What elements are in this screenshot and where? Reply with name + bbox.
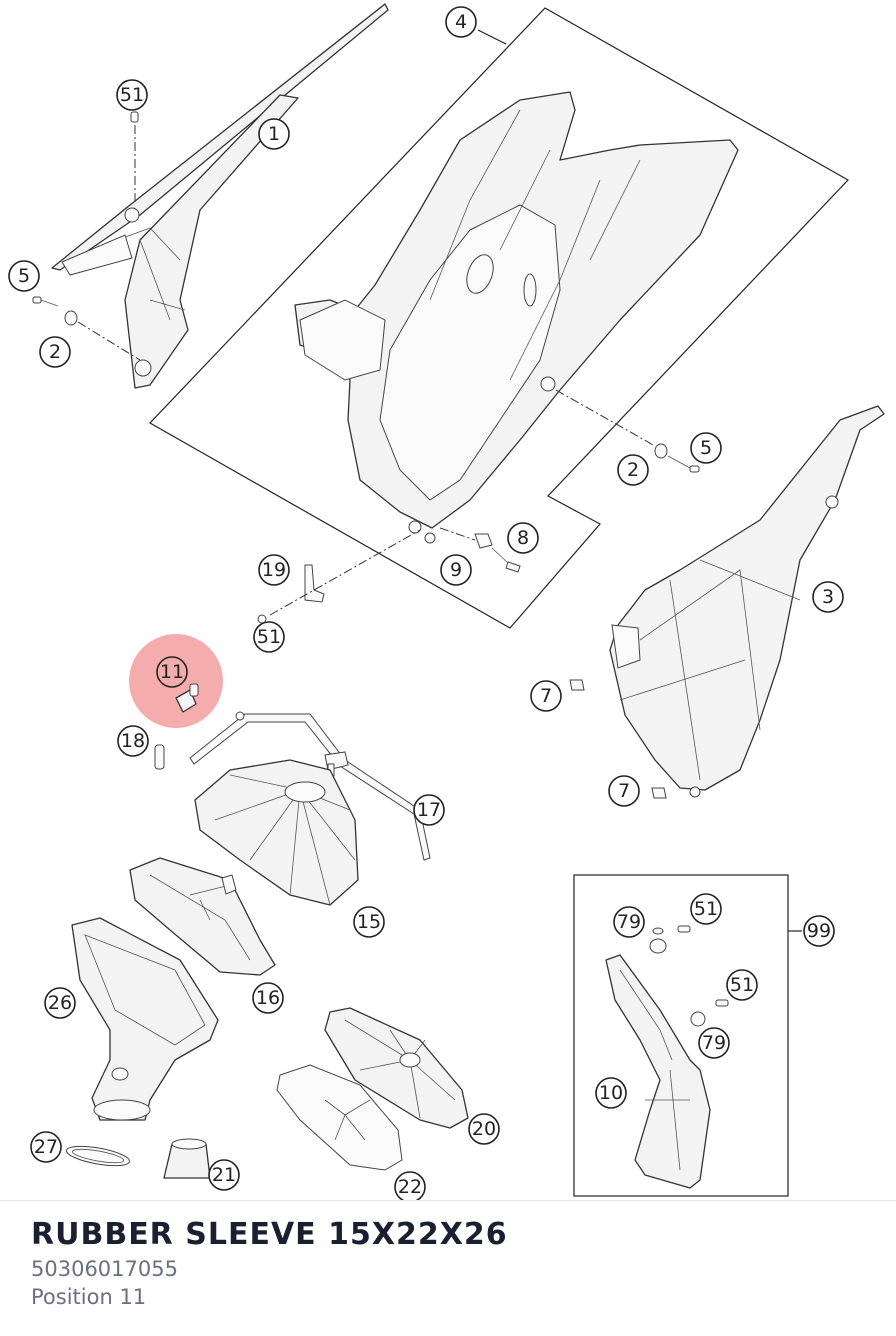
part-17-wire-bracket <box>189 711 431 861</box>
part-26-airbox-boot <box>71 917 219 1121</box>
highlight-position-11 <box>129 634 223 728</box>
part-position: Position 11 <box>31 1285 147 1309</box>
callout-21[interactable]: 21 <box>208 1159 240 1191</box>
svg-text:9: 9 <box>450 559 462 581</box>
callout-51-group99[interactable]: 51 <box>690 893 722 925</box>
part-4-rear-fender <box>294 91 739 544</box>
part-10-intake-snorkel <box>605 927 711 1189</box>
callout-18[interactable]: 18 <box>117 725 149 757</box>
svg-text:4: 4 <box>455 11 467 33</box>
part-21-sleeve <box>163 1138 211 1179</box>
svg-text:10: 10 <box>599 1082 623 1104</box>
callout-99[interactable]: 99 <box>803 915 835 947</box>
callout-19[interactable]: 19 <box>258 554 290 586</box>
callout-7[interactable]: 7 <box>530 680 562 712</box>
group-frame-4 <box>149 7 849 629</box>
svg-text:17: 17 <box>417 799 441 821</box>
exploded-parts-diagram: 51 1 4 5 2 5 2 8 9 19 51 3 7 7 11 18 17 … <box>8 3 885 1200</box>
callout-3[interactable]: 3 <box>812 581 844 613</box>
callout-51-lower[interactable]: 51 <box>253 621 285 653</box>
callout-51-group99-lower[interactable]: 51 <box>726 969 758 1001</box>
callout-10[interactable]: 10 <box>595 1077 627 1109</box>
svg-text:99: 99 <box>807 920 831 942</box>
group-frame-99 <box>573 874 789 1197</box>
callout-5-right[interactable]: 5 <box>690 432 722 464</box>
svg-text:21: 21 <box>212 1164 236 1186</box>
svg-text:5: 5 <box>700 437 712 459</box>
part-15-filter-cage <box>194 759 359 906</box>
part-22-filter-seal <box>276 1064 403 1171</box>
svg-text:11: 11 <box>160 661 184 683</box>
part-20-air-filter <box>324 1007 469 1129</box>
svg-text:2: 2 <box>627 459 639 481</box>
callout-79-lower[interactable]: 79 <box>698 1027 730 1059</box>
part-3-side-cover <box>609 405 885 798</box>
callout-16[interactable]: 16 <box>252 982 284 1014</box>
svg-text:19: 19 <box>262 559 286 581</box>
svg-text:18: 18 <box>121 730 145 752</box>
part-27-clamp <box>65 1145 131 1167</box>
hardware-group-99 <box>649 925 729 1027</box>
hardware <box>32 111 700 799</box>
callout-4[interactable]: 4 <box>445 6 477 38</box>
callout-2-right[interactable]: 2 <box>617 454 649 486</box>
callout-9[interactable]: 9 <box>440 554 472 586</box>
callout-51[interactable]: 51 <box>116 79 148 111</box>
svg-text:79: 79 <box>702 1032 726 1054</box>
callout-22[interactable]: 22 <box>394 1171 426 1200</box>
callout-11[interactable]: 11 <box>156 656 188 688</box>
part-name: RUBBER SLEEVE 15X22X26 <box>31 1217 508 1252</box>
callout-20[interactable]: 20 <box>468 1113 500 1145</box>
part-16-filter-support <box>129 857 276 976</box>
callout-79[interactable]: 79 <box>613 906 645 938</box>
callout-8[interactable]: 8 <box>507 522 539 554</box>
callout-17[interactable]: 17 <box>413 794 445 826</box>
svg-text:16: 16 <box>256 987 280 1009</box>
svg-text:3: 3 <box>822 586 834 608</box>
callout-26[interactable]: 26 <box>44 987 76 1019</box>
svg-text:7: 7 <box>618 780 630 802</box>
callout-5[interactable]: 5 <box>8 260 40 292</box>
svg-text:27: 27 <box>34 1136 58 1158</box>
svg-text:51: 51 <box>120 84 144 106</box>
svg-text:8: 8 <box>517 527 529 549</box>
callout-27[interactable]: 27 <box>30 1131 62 1163</box>
part-info-panel: RUBBER SLEEVE 15X22X26 50306017055 Posit… <box>0 1200 896 1336</box>
svg-text:20: 20 <box>472 1118 496 1140</box>
svg-text:5: 5 <box>18 265 30 287</box>
callout-15[interactable]: 15 <box>353 906 385 938</box>
svg-text:2: 2 <box>49 341 61 363</box>
svg-text:51: 51 <box>730 974 754 996</box>
callout-7-lower[interactable]: 7 <box>608 775 640 807</box>
callout-2[interactable]: 2 <box>39 336 71 368</box>
svg-text:26: 26 <box>48 992 72 1014</box>
part-1-subframe <box>51 3 389 389</box>
svg-text:7: 7 <box>540 685 552 707</box>
callout-1[interactable]: 1 <box>258 118 290 150</box>
svg-text:79: 79 <box>617 911 641 933</box>
svg-text:22: 22 <box>398 1176 422 1198</box>
part-number: 50306017055 <box>31 1257 178 1281</box>
part-11-rubber-sleeve <box>175 683 199 713</box>
svg-text:51: 51 <box>257 626 281 648</box>
svg-text:51: 51 <box>694 898 718 920</box>
svg-text:15: 15 <box>357 911 381 933</box>
svg-text:1: 1 <box>268 123 280 145</box>
